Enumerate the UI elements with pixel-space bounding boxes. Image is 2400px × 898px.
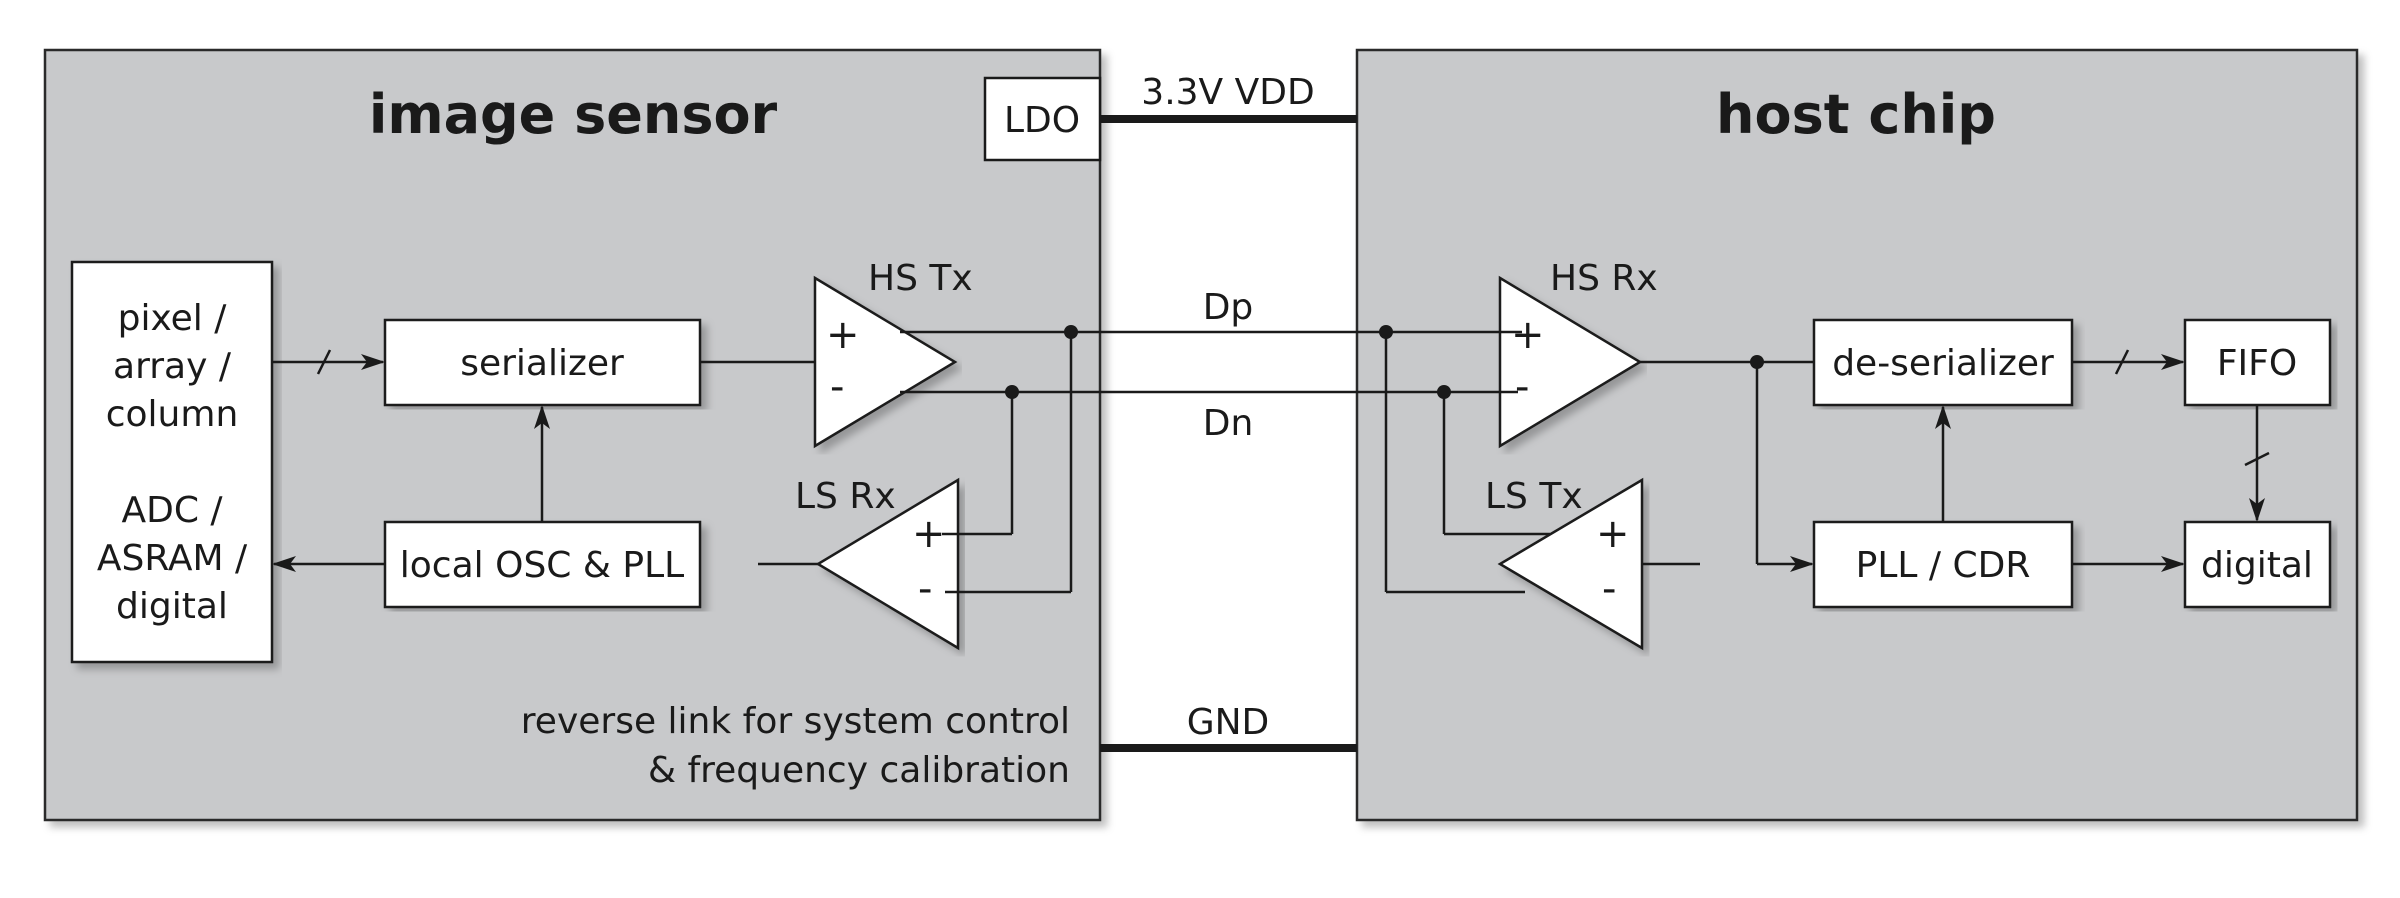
ls-tx-minus-sign: - <box>1602 566 1616 612</box>
bus-slash-mark <box>316 349 332 375</box>
ls-rx-amplifier <box>815 477 960 651</box>
osc-pll-label: local OSC & PLL <box>400 545 684 586</box>
host-chip-title: host chip <box>1716 83 1996 146</box>
digital-block <box>2183 520 2332 609</box>
hs-tx-plus-sign: + <box>826 312 860 358</box>
ls-tx-plus-sign: + <box>1596 511 1630 557</box>
gnd-label: GND <box>1187 702 1270 743</box>
dn-host-junction <box>1437 385 1451 399</box>
vdd-label: 3.3V VDD <box>1141 72 1314 113</box>
reverse-link-note-line-2: & frequency calibration <box>648 750 1070 791</box>
digital-bus-slash-mark <box>2244 451 2270 467</box>
chip-link: 3.3V VDD GND Dp Dn <box>900 72 1522 752</box>
osc-pll-block <box>383 520 702 609</box>
ldo-label: LDO <box>1004 100 1080 141</box>
ls-tx-label: LS Tx <box>1485 476 1583 517</box>
fifo-block <box>2183 318 2332 407</box>
image-sensor-title: image sensor <box>369 83 778 146</box>
pixel-block-line-3: column <box>106 394 239 435</box>
pll-cdr-label: PLL / CDR <box>1856 545 2031 586</box>
hs-rx-plus-sign: + <box>1511 312 1545 358</box>
dp-label: Dp <box>1203 287 1254 328</box>
ls-rx-minus-sign: - <box>918 566 932 612</box>
hs-rx-amplifier <box>1498 275 1643 449</box>
serializer-label: serializer <box>460 343 624 384</box>
adc-block-line-3: digital <box>116 586 228 627</box>
host-chip-box <box>1355 48 2359 822</box>
hs-rx-minus-sign: - <box>1515 364 1529 410</box>
pixel-adc-block <box>70 260 274 664</box>
hs-tx-label: HS Tx <box>868 258 973 299</box>
adc-block-line-1: ADC / <box>121 490 223 531</box>
dp-sensor-junction <box>1064 325 1078 339</box>
pixel-block-line-2: array / <box>113 346 232 387</box>
reverse-link-note-line-1: reverse link for system control <box>521 701 1070 742</box>
image-sensor-chip: image sensor LDO pixel / array / column … <box>43 48 1102 822</box>
host-chip: host chip HS Rx + - LS Tx + - de-seriali… <box>1355 48 2359 822</box>
hs-tx-minus-sign: - <box>830 364 844 410</box>
fifo-label: FIFO <box>2217 343 2297 384</box>
adc-block-line-2: ASRAM / <box>97 538 248 579</box>
hs-rx-label: HS Rx <box>1550 258 1658 299</box>
fifo-bus-slash-mark <box>2114 349 2130 375</box>
dp-host-junction <box>1379 325 1393 339</box>
pixel-block-line-1: pixel / <box>118 298 228 339</box>
dn-label: Dn <box>1203 403 1254 444</box>
deserializer-label: de-serializer <box>1832 343 2054 384</box>
dn-sensor-junction <box>1005 385 1019 399</box>
ls-rx-plus-sign: + <box>912 511 946 557</box>
ldo-box <box>983 76 1102 162</box>
digital-label: digital <box>2201 545 2313 586</box>
ls-rx-label: LS Rx <box>795 476 896 517</box>
